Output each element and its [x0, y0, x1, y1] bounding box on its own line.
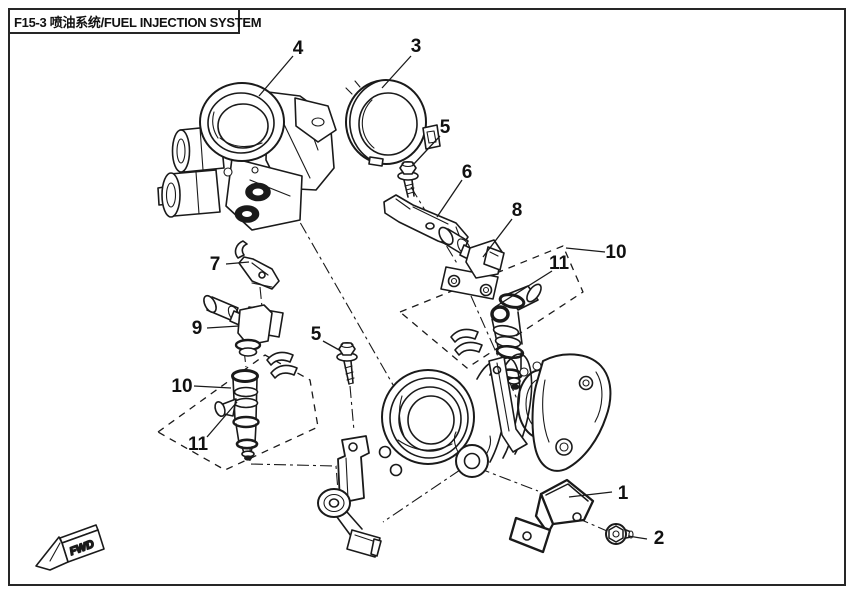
flange-bolt-upper — [397, 160, 419, 198]
callout-8: 8 — [512, 200, 523, 221]
injector-kit-region-left — [157, 354, 319, 471]
callout-3: 3 — [411, 36, 422, 57]
throttle-body — [157, 82, 337, 231]
flange-bolt-lower — [336, 341, 358, 385]
leader-10l — [193, 385, 232, 389]
injector-kit-region-right — [399, 245, 584, 369]
map-sensor-left — [203, 294, 284, 357]
leader-5b — [322, 340, 342, 352]
leader-10r — [565, 247, 606, 253]
leader-11r — [494, 270, 553, 308]
leader-9 — [206, 325, 240, 329]
throttle-clamp-cover — [345, 79, 441, 167]
callout-10-right: 10 — [605, 242, 626, 263]
callout-9: 9 — [192, 318, 203, 339]
callout-numbers: 4 3 5 6 8 10 11 7 9 5 10 11 1 2 — [171, 36, 664, 549]
intake-manifold-assembly — [317, 353, 612, 558]
callout-11-left: 11 — [188, 434, 209, 455]
hex-bolt — [605, 523, 634, 545]
callout-4: 4 — [293, 38, 304, 59]
callout-11-right: 11 — [549, 253, 570, 274]
map-sensor-main — [508, 478, 595, 554]
diagram-border — [8, 8, 846, 586]
leader-11l — [206, 401, 238, 438]
fuel-injector-left — [214, 369, 260, 461]
leader-8 — [482, 218, 513, 258]
leader-4 — [258, 55, 294, 97]
map-sensor-upper — [438, 226, 505, 300]
title-box: F15-3 喷油系统/FUEL INJECTION SYSTEM — [8, 8, 262, 34]
leader-lines — [193, 55, 648, 540]
callout-1: 1 — [618, 483, 629, 504]
callout-5-upper: 5 — [440, 117, 451, 138]
injector-clip-right — [450, 328, 483, 356]
page-title: F15-3 喷油系统/FUEL INJECTION SYSTEM — [14, 14, 262, 30]
injector-clip-left — [266, 351, 298, 379]
leader-3 — [381, 55, 412, 89]
callout-6: 6 — [462, 162, 473, 183]
callout-10-left: 10 — [171, 376, 192, 397]
callout-5-lower: 5 — [311, 324, 322, 345]
leader-5a — [411, 135, 441, 167]
hook-bracket — [234, 240, 280, 290]
leader-2 — [627, 535, 648, 540]
fwd-direction-arrow: FWD — [35, 524, 105, 571]
leader-6 — [436, 179, 463, 218]
callout-2: 2 — [654, 528, 665, 549]
leader-1 — [568, 491, 613, 498]
callout-7: 7 — [210, 254, 221, 275]
leader-7 — [225, 261, 250, 265]
